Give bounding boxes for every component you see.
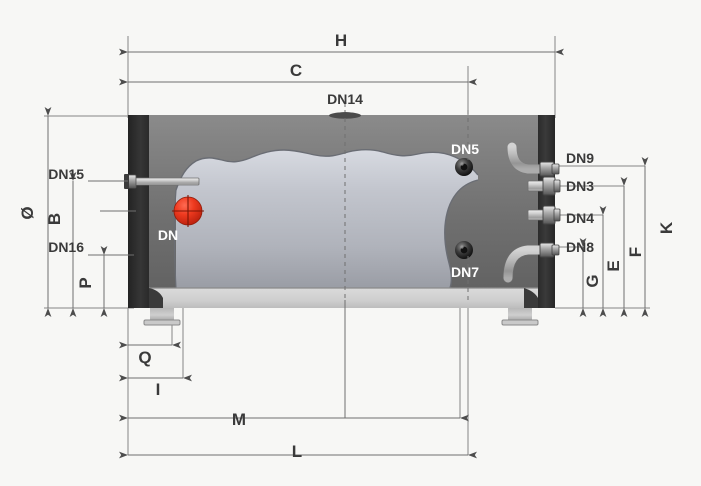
connection-label-dn3: DN3 [566,178,594,194]
connection-label-dn5: DN5 [451,141,479,157]
connection-label-dn8: DN8 [566,239,594,255]
connection-label-dn4: DN4 [566,210,594,226]
dn14-port [329,112,361,119]
nozzle-dn4 [527,205,561,225]
dim-label-E: E [604,260,623,271]
nozzle-dn3 [527,176,561,196]
dn15-sensor-tube [124,174,200,189]
inner-vessel-right-edge [444,179,479,289]
base-band-right-shadow [524,288,538,308]
dim-label-F: F [626,247,645,257]
connection-label-dn14: DN14 [327,91,363,107]
leader-lines [88,104,469,418]
dim-label-diameter: Ø [18,206,37,219]
base-band [149,288,538,308]
tank-assembly [124,112,561,326]
dim-label-L: L [292,442,302,461]
dn-flange-anode [172,195,204,227]
base-band-left-shadow [149,288,163,308]
inner-vessel-left-edge [173,189,177,289]
connection-label-dn9: DN9 [566,150,594,166]
right-foot [501,308,539,326]
left-end-cap [128,115,149,308]
dim-label-H: H [335,31,347,50]
connection-label-dn16: DN16 [48,239,84,255]
nozzle-dn8 [502,242,560,284]
connection-label-dn: DN [158,227,178,243]
dim-label-M: M [232,410,246,429]
dim-label-C: C [290,61,302,80]
dim-label-Q: Q [138,348,151,367]
dn5-shell-port [455,158,473,176]
connection-label-dn7: DN7 [451,264,479,280]
connection-label-dn15: DN15 [48,166,84,182]
left-foot [143,308,181,326]
inner-vessel-top-edge [175,149,479,191]
inner-vessel-cutaway [176,149,478,288]
dimension-lines [44,48,649,459]
dim-label-P: P [76,277,95,288]
dn7-shell-port [455,241,473,259]
dim-label-K: K [657,221,676,234]
dim-label-B: B [45,213,64,225]
dim-label-G: G [583,274,602,287]
nozzle-dn9 [506,141,560,177]
dim-label-I: I [156,380,161,399]
